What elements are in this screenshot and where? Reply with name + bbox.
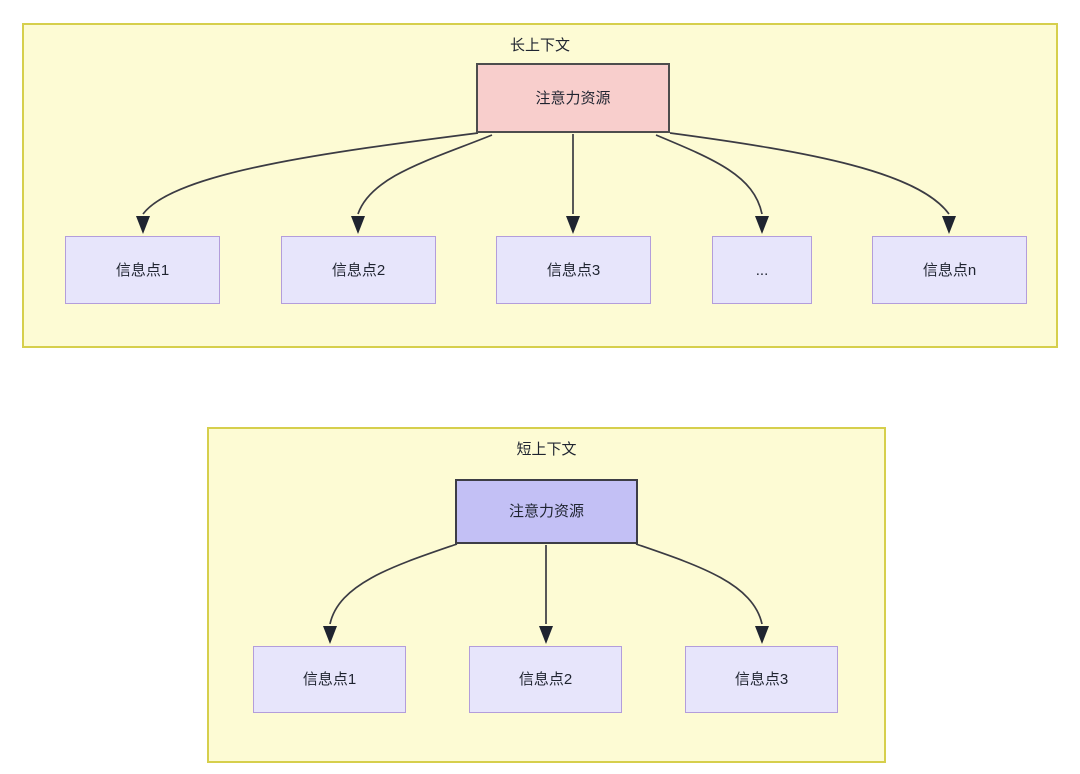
- node-label: 信息点3: [734, 671, 789, 688]
- node-label: 信息点1: [302, 671, 357, 688]
- node-label: 信息点3: [546, 261, 601, 279]
- node-attention-resource-long[interactable]: 注意力资源: [476, 63, 670, 133]
- node-info-point-1-short[interactable]: 信息点1: [253, 646, 406, 713]
- group-short-context-title: 短上下文: [516, 441, 577, 458]
- node-info-point-2-long[interactable]: 信息点2: [281, 236, 436, 304]
- node-info-point-ellipsis-long[interactable]: ...: [712, 236, 812, 304]
- node-info-point-3-short[interactable]: 信息点3: [685, 646, 838, 713]
- node-info-point-3-long[interactable]: 信息点3: [496, 236, 651, 304]
- node-label: 信息点2: [331, 261, 386, 279]
- node-label: 注意力资源: [508, 503, 584, 520]
- group-long-context-title: 长上下文: [509, 37, 570, 54]
- node-label: ...: [755, 261, 769, 279]
- node-info-point-n-long[interactable]: 信息点n: [872, 236, 1027, 304]
- node-label: 信息点2: [518, 671, 573, 688]
- node-label: 信息点1: [115, 261, 170, 279]
- node-label: 信息点n: [922, 261, 977, 279]
- node-info-point-2-short[interactable]: 信息点2: [469, 646, 622, 713]
- node-attention-resource-short[interactable]: 注意力资源: [455, 479, 638, 544]
- node-info-point-1-long[interactable]: 信息点1: [65, 236, 220, 304]
- node-label: 注意力资源: [535, 89, 611, 107]
